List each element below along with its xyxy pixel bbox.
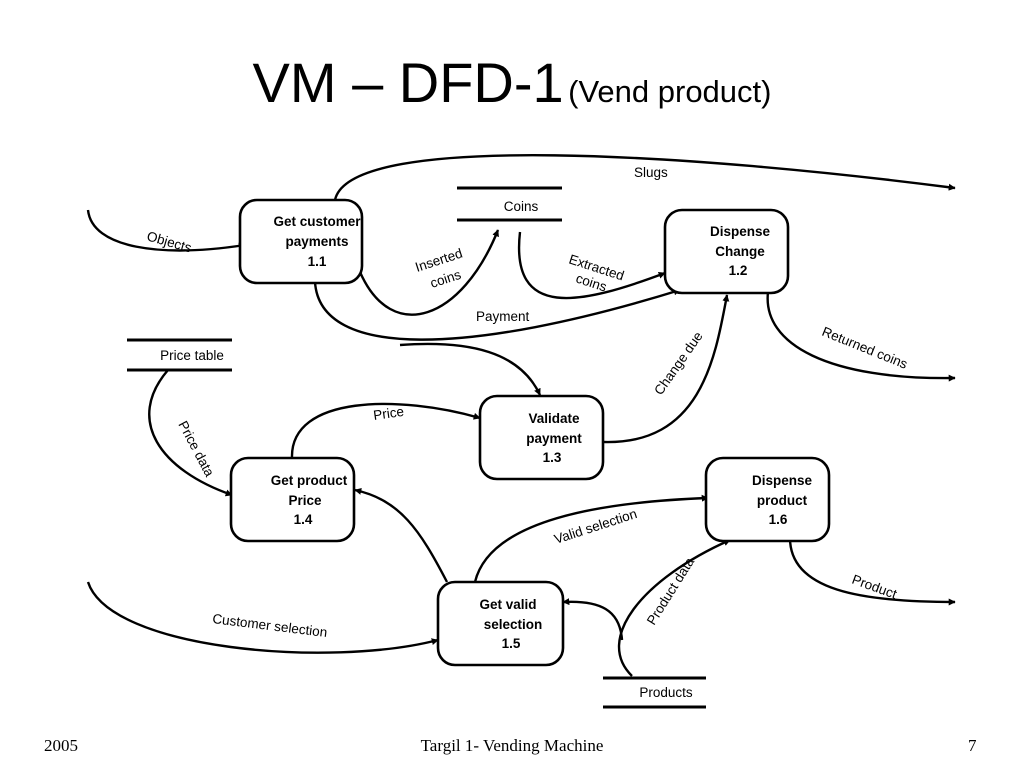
- flow-inserted-coins: [358, 229, 500, 316]
- process-1-6-line2: product: [757, 493, 808, 508]
- flow-extracted-coins: [517, 231, 666, 300]
- store-coins-label: Coins: [504, 199, 539, 214]
- flow-products-to-selection: [562, 598, 624, 641]
- footer-page-number: 7: [968, 736, 977, 755]
- store-coins: Coins: [457, 186, 562, 222]
- process-1-6-line1: Dispense: [752, 473, 813, 488]
- process-1-6-line3: 1.6: [769, 512, 788, 527]
- flow-payment: [313, 281, 681, 341]
- flow-returned-coins: [766, 291, 956, 382]
- process-1-1-line1: Get customer: [273, 214, 361, 229]
- process-1-6: Dispense product 1.6: [704, 456, 831, 543]
- flow-product: [788, 537, 956, 606]
- process-1-4: Get product Price 1.4: [229, 456, 356, 543]
- process-1-1-line2: payments: [285, 234, 348, 249]
- process-1-5: Get valid selection 1.5: [436, 580, 565, 667]
- store-products-label: Products: [639, 685, 693, 700]
- flow-customer-selection: [86, 581, 439, 654]
- process-1-2-line1: Dispense: [710, 224, 771, 239]
- flow-change-due: [602, 294, 730, 444]
- store-products: Products: [603, 676, 706, 709]
- flow-valid-selection: [473, 494, 709, 583]
- footer-title: Targil 1- Vending Machine: [420, 736, 604, 755]
- title-main: VM – DFD-1: [252, 51, 564, 114]
- process-1-5-line2: selection: [484, 617, 543, 632]
- process-1-3: Validate payment 1.3: [478, 394, 605, 481]
- process-1-1: Get customer payments 1.1: [238, 198, 364, 285]
- flow-product-data: [617, 538, 731, 677]
- label-valid-selection: Valid selection: [552, 506, 638, 547]
- label-product-data: Product data: [644, 554, 698, 627]
- process-1-4-line3: 1.4: [294, 512, 313, 527]
- label-change-due: Change due: [651, 329, 705, 398]
- flow-to-get-price: [354, 487, 449, 583]
- process-1-5-line1: Get valid: [479, 597, 536, 612]
- footer-year: 2005: [44, 736, 78, 755]
- process-1-2: Dispense Change 1.2: [663, 208, 790, 295]
- title-subtitle: (Vend product): [568, 74, 772, 109]
- flow-payment-to-validate: [399, 342, 542, 396]
- label-customer-selection: Customer selection: [212, 611, 329, 640]
- process-1-3-line2: payment: [526, 431, 582, 446]
- label-price: Price: [372, 404, 405, 423]
- label-inserted-2: coins: [428, 267, 463, 291]
- process-1-5-line3: 1.5: [502, 636, 521, 651]
- flow-price-data: [148, 369, 233, 497]
- process-1-3-line1: Validate: [528, 411, 580, 426]
- label-payment: Payment: [476, 309, 530, 324]
- flow-price: [290, 402, 481, 459]
- label-slugs: Slugs: [634, 165, 668, 180]
- slide-title: VM – DFD-1 (Vend product): [0, 50, 1024, 115]
- process-1-4-line1: Get product: [271, 473, 348, 488]
- store-price-table-label: Price table: [160, 348, 224, 363]
- flow-objects: [86, 209, 246, 252]
- store-price-table: Price table: [127, 338, 232, 372]
- process-1-4-line2: Price: [288, 493, 322, 508]
- flow-slugs: [333, 154, 956, 201]
- process-1-3-line3: 1.3: [543, 450, 562, 465]
- process-1-2-line2: Change: [715, 244, 765, 259]
- process-1-2-line3: 1.2: [729, 263, 748, 278]
- process-1-1-line3: 1.1: [308, 254, 327, 269]
